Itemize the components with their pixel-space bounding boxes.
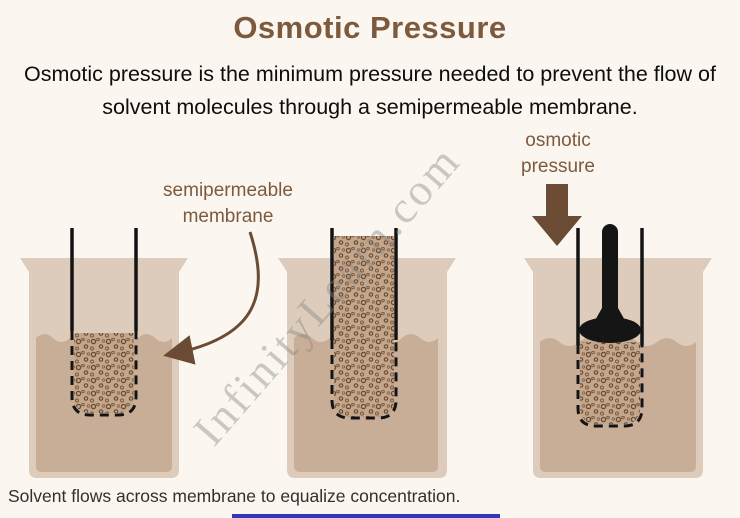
solute-particles — [580, 342, 640, 424]
definition-text: Osmotic pressure is the minimum pressure… — [24, 62, 716, 120]
membrane-pointer-arrow — [163, 231, 260, 365]
beaker-rim — [20, 258, 188, 272]
semipermeable-membrane-label: semipermeable membrane — [163, 180, 293, 227]
beaker-osmosis — [278, 228, 456, 478]
semipermeable-membrane-dashed — [576, 345, 644, 428]
beaker-initial — [20, 228, 188, 478]
bottom-blue-strip — [232, 514, 500, 518]
piston-plate — [579, 317, 641, 343]
solute-particles — [74, 333, 134, 413]
bottom-caption: Solvent flows across membrane to equaliz… — [8, 486, 461, 506]
pressure-down-arrow — [532, 184, 582, 246]
piston — [579, 224, 641, 343]
piston-rod — [602, 224, 618, 326]
beaker-pressure — [524, 224, 712, 478]
page-title: Osmotic Pressure — [233, 10, 507, 45]
semipermeable-membrane-dashed — [330, 340, 398, 420]
osmotic-pressure-label: osmotic pressure — [521, 130, 595, 177]
semipermeable-membrane-dashed — [70, 331, 138, 417]
risen-solution-particles — [334, 236, 394, 417]
